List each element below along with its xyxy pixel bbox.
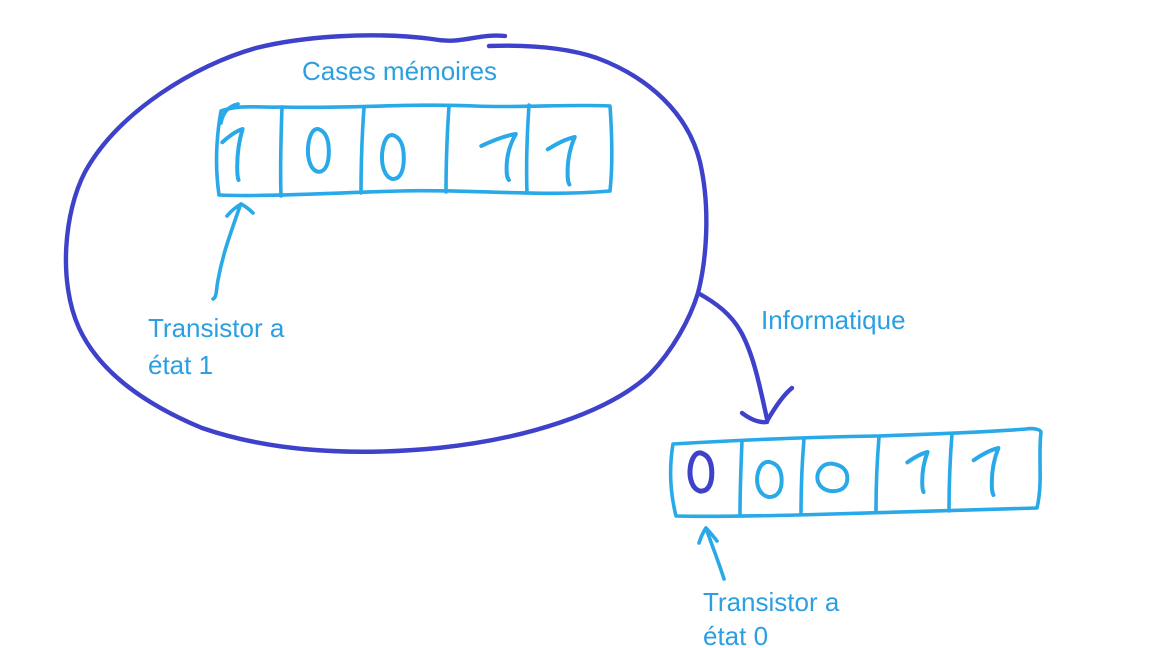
transistor-state1-line1: Transistor a	[148, 313, 285, 343]
row1-divider-2	[359, 106, 366, 195]
arrow1-barb-right	[239, 202, 255, 215]
arrow3-stem	[705, 529, 726, 581]
arrow2-barb-left	[739, 410, 770, 425]
row2-divider-2	[799, 437, 806, 516]
memory-bit	[817, 464, 847, 491]
arrow2-stem	[695, 290, 770, 422]
arrow3-barb-right	[704, 526, 719, 543]
row1-divider-4	[524, 103, 531, 195]
memory-bit-highlighted	[690, 453, 712, 491]
row2-divider-1	[738, 439, 744, 516]
row1-divider-3	[444, 104, 451, 194]
informatique-arrow-icon	[695, 290, 795, 425]
row1-corner-jog	[219, 102, 240, 125]
informatique-label: Informatique	[761, 305, 906, 335]
up-arrow-icon	[211, 202, 255, 301]
memory-bit	[907, 452, 927, 492]
memory-bit	[974, 448, 999, 495]
memory-bit	[382, 135, 404, 179]
arrow3-barb-left	[697, 526, 708, 545]
row2-divider-4	[947, 432, 954, 513]
ellipse-stroke	[63, 33, 709, 454]
row1-divider-1	[278, 105, 284, 198]
memory-bit	[548, 137, 575, 185]
memory-bit	[308, 129, 329, 172]
row2-divider-3	[874, 435, 881, 513]
memory-row-copy	[668, 426, 1043, 519]
memory-cells-title: Cases mémoires	[302, 56, 498, 86]
transistor-state0-line2: état 0	[703, 621, 769, 648]
transistor-state1-line2: état 1	[148, 350, 214, 380]
up-arrow-small-icon	[697, 526, 726, 581]
row1-border	[214, 103, 614, 198]
transistor-state0-line1: Transistor a	[703, 587, 840, 617]
arrow2-barb-right	[764, 385, 795, 424]
row2-border	[668, 426, 1043, 519]
memory-row-original	[214, 102, 614, 198]
memory-bit	[222, 129, 242, 180]
memory-bit	[757, 462, 782, 497]
arrow1-stem	[211, 204, 242, 301]
memory-ellipse-outline	[63, 33, 709, 454]
memory-bit	[481, 134, 516, 180]
